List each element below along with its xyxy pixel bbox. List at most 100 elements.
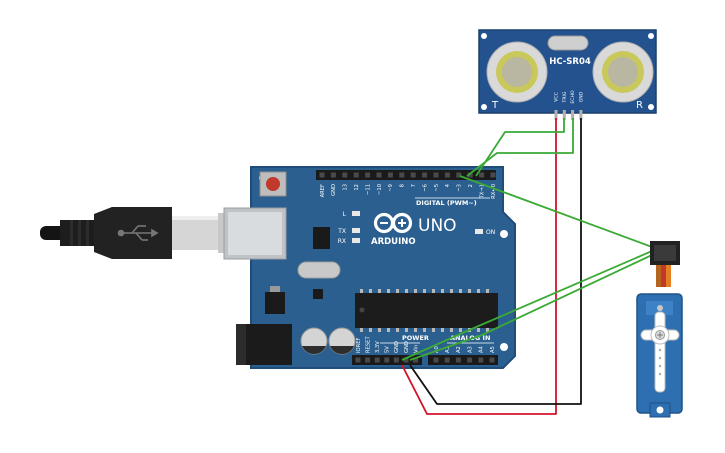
- power-pin-hole: [393, 357, 399, 363]
- analog-pin-hole: [444, 357, 450, 363]
- digital-pin-label: ~6: [422, 184, 428, 192]
- digital-pin-label: ~5: [434, 184, 440, 192]
- analog-pin-hole: [433, 357, 439, 363]
- transmitter-transducer: [486, 41, 548, 103]
- power-pin-hole: [384, 357, 390, 363]
- analog-header: [428, 355, 498, 365]
- sensor-pin: [571, 110, 575, 120]
- analog-pin-label: A5: [490, 346, 496, 353]
- power-pin-label: 3.3V: [375, 341, 381, 353]
- digital-pin-hole: [399, 172, 405, 178]
- digital-pin-label: 13: [343, 184, 349, 191]
- digital-pin-label: TX→1: [479, 184, 485, 199]
- digital-pin-hole: [467, 172, 473, 178]
- power-pin-label: IOREF: [356, 338, 362, 353]
- sensor-r-mark: R: [636, 100, 643, 111]
- digital-pin-label: ~9: [388, 184, 394, 192]
- digital-pin-labels: AREF GND 13 12 ~11 ~10 ~9 8 7 ~6 ~5 4 ~3 2 TX→1 RX←0: [320, 183, 497, 199]
- power-pin-label: RESET: [365, 336, 371, 353]
- digital-pin-label: 7: [411, 184, 417, 187]
- digital-pin-label: 2: [468, 184, 474, 187]
- analog-pin-hole: [489, 357, 495, 363]
- analog-pin-label: A2: [456, 346, 462, 353]
- usb-cable: [40, 207, 226, 259]
- digital-pin-hole: [365, 172, 371, 178]
- power-pin-label: GND: [404, 341, 410, 353]
- digital-pin-hole: [433, 172, 439, 178]
- analog-pin-label: A4: [479, 345, 485, 353]
- led-on-label: ON: [486, 229, 495, 236]
- sensor-pin-label: ECHO: [570, 90, 576, 104]
- power-pin-hole: [403, 357, 409, 363]
- sensor-pin: [562, 110, 566, 120]
- digital-pin-hole: [342, 172, 348, 178]
- digital-header: [316, 170, 496, 180]
- analog-pin-hole: [467, 357, 473, 363]
- digital-pin-label: RX←0: [491, 184, 497, 199]
- analog-in-label: ANALOG IN: [450, 334, 490, 342]
- wire-servo-signal-green: [459, 175, 653, 248]
- arduino-brand-label: ARDUINO: [371, 237, 416, 247]
- power-pin-label: GND: [394, 341, 400, 353]
- led-rx: [352, 238, 360, 243]
- sensor-pin-label: TRIG: [562, 91, 568, 103]
- digital-pin-label: 8: [400, 184, 406, 187]
- digital-pin-hole: [410, 172, 416, 178]
- digital-pin-label: ~10: [377, 184, 383, 195]
- power-pin-hole: [365, 357, 371, 363]
- digital-pin-hole: [444, 172, 450, 178]
- led-tx-label: TX: [337, 228, 346, 235]
- analog-pin-label: A0: [434, 346, 440, 353]
- arduino-infinity-logo-icon: [373, 212, 413, 234]
- micro-servo-motor: [636, 241, 683, 418]
- sensor-pin-label: GND: [579, 91, 585, 102]
- usb-symbol-icon: [117, 225, 159, 241]
- power-label: POWER: [402, 334, 429, 342]
- servo-horn: [640, 311, 680, 393]
- receiver-transducer: [592, 41, 654, 103]
- digital-header-label: DIGITAL (PWM~): [416, 199, 477, 207]
- digital-pin-hole: [353, 172, 359, 178]
- power-pin-label: 5V: [385, 346, 391, 353]
- arduino-uno-board: L TX RX ON ARDUINO UNO AREF GND 13 12 ~11 ~10…: [223, 166, 516, 369]
- analog-pin-hole: [478, 357, 484, 363]
- digital-pin-hole: [376, 172, 382, 178]
- digital-pin-hole: [319, 172, 325, 178]
- led-tx: [352, 228, 360, 233]
- digital-pin-label: AREF: [320, 184, 326, 197]
- digital-pin-hole: [387, 172, 393, 178]
- power-pin-hole: [413, 357, 419, 363]
- digital-pin-hole: [479, 172, 485, 178]
- power-pin-hole: [374, 357, 380, 363]
- reset-button[interactable]: [259, 171, 287, 197]
- wire-trig-green: [475, 118, 565, 177]
- wire-servo-vcc-green: [401, 250, 653, 361]
- analog-pin-label: A3: [467, 346, 473, 353]
- wires: [401, 118, 653, 415]
- arduino-model-label: UNO: [418, 216, 457, 236]
- led-l: [352, 211, 360, 216]
- sensor-t-mark: T: [491, 100, 499, 111]
- analog-pin-label: A1: [445, 346, 451, 353]
- sensor-pin: [579, 110, 583, 120]
- wire-echo-green: [466, 118, 574, 177]
- digital-pin-hole: [422, 172, 428, 178]
- led-l-label: L: [343, 211, 347, 218]
- wire-vcc-red: [401, 118, 557, 415]
- led-on: [475, 229, 483, 234]
- sensor-model-label: HC-SR04: [549, 57, 591, 67]
- analog-pin-labels: A0 A1 A2 A3 A4 A5: [434, 345, 496, 353]
- digital-pin-label: 12: [354, 184, 360, 191]
- digital-pin-label: 4: [445, 183, 451, 187]
- wire-servo-gnd-green: [409, 254, 653, 361]
- digital-pin-label: GND: [331, 184, 337, 196]
- digital-pin-label: ~11: [365, 184, 371, 195]
- sensor-pin: [554, 110, 558, 120]
- analog-pin-hole: [455, 357, 461, 363]
- power-pin-label: Vin: [413, 345, 419, 353]
- digital-pin-label: ~3: [457, 184, 463, 192]
- led-rx-label: RX: [338, 238, 346, 245]
